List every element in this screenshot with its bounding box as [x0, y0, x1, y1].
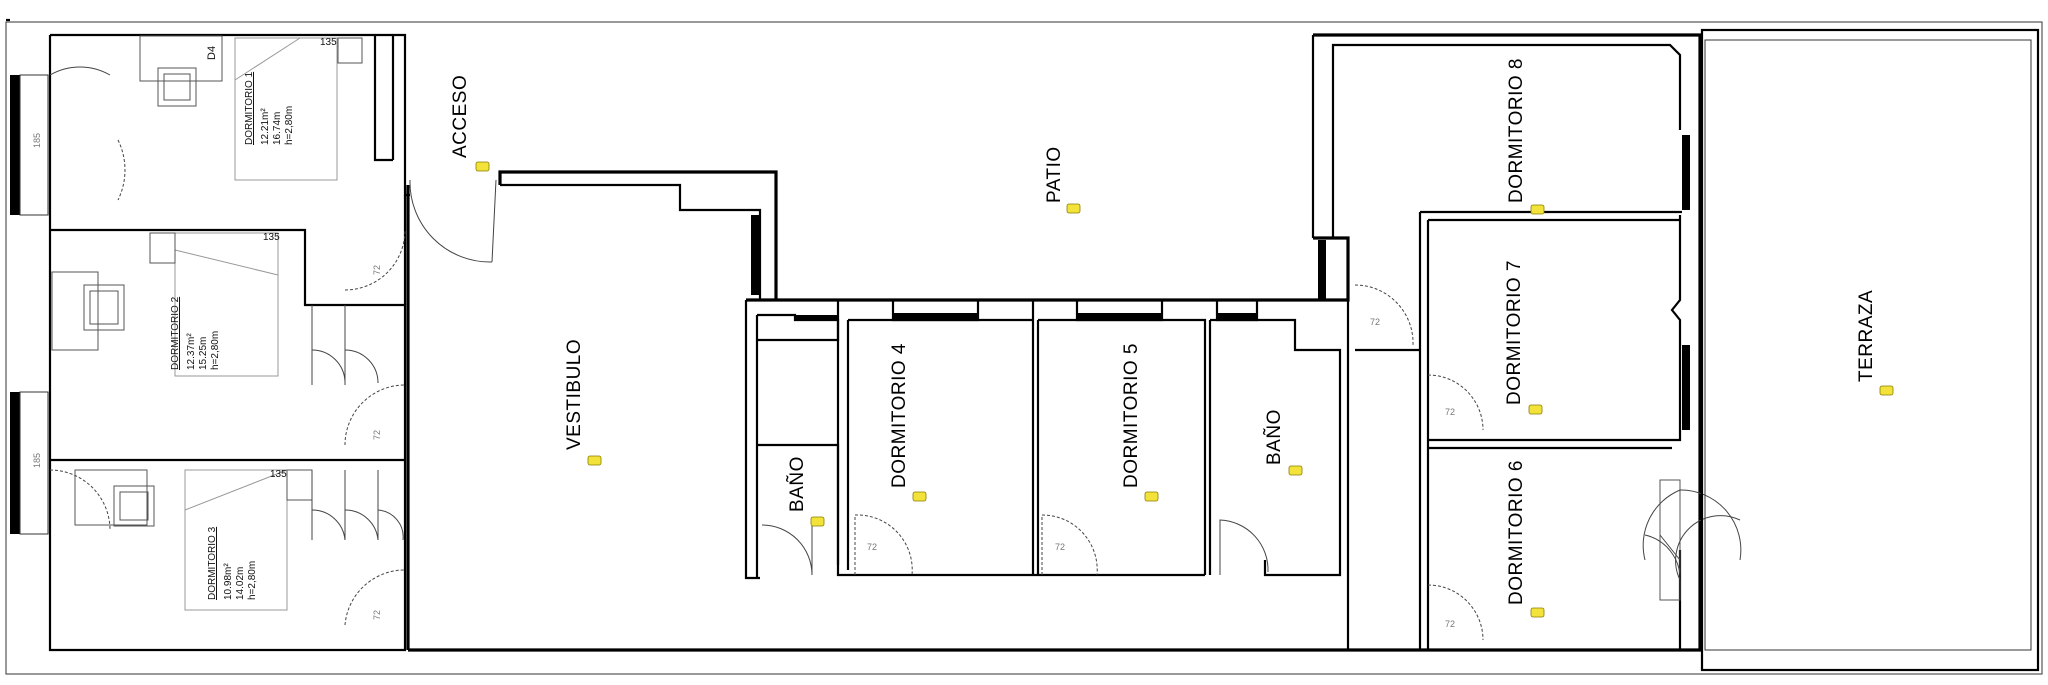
- door-dim-d4: 72: [867, 542, 877, 552]
- dormitorio-3-area: 10.98m²: [223, 563, 234, 600]
- acceso-door: [409, 179, 497, 263]
- dormitorio-2-furniture: [51, 229, 406, 446]
- note-tag-dormitorio-4: [912, 491, 927, 502]
- bed-dim-2: 135: [263, 232, 280, 243]
- right-block-doors: [1354, 284, 1742, 641]
- dormitorio-3-height: h=2,80m: [247, 561, 258, 600]
- room-label-patio: PATIO: [1044, 146, 1065, 203]
- window-dim-mid: 185: [32, 453, 42, 468]
- room-label-vestibulo: VESTIBULO: [564, 339, 585, 450]
- d4-code: D4: [206, 46, 218, 60]
- door-dim-d3: 72: [372, 610, 382, 620]
- dormitorio-2-name: DORMITORIO 2: [170, 296, 181, 370]
- door-dim-d2a: 72: [372, 265, 382, 275]
- dormitorio-3-info: DORMITORIO 3 10.98m² 14.02m h=2,80m: [207, 526, 258, 600]
- note-tag-bano-left: [810, 516, 825, 527]
- note-tag-dormitorio-5: [1144, 491, 1159, 502]
- site-boundary: [5, 21, 2043, 675]
- dormitorio-2-height: h=2,80m: [210, 331, 221, 370]
- note-tag-terraza: [1879, 385, 1894, 396]
- dormitorio-2-area: 12.37m²: [186, 333, 197, 370]
- central-walls: [406, 35, 1350, 652]
- right-block-walls: [1313, 33, 1702, 652]
- room-label-dormitorio-4: DORMITORIO 4: [889, 343, 910, 488]
- bed-dim-1: 135: [320, 37, 337, 48]
- dormitorio-3-perimeter: 14.02m: [235, 567, 246, 600]
- dormitorio-2-perimeter: 15.25m: [198, 337, 209, 370]
- note-tag-patio: [1066, 203, 1081, 214]
- room-label-bano-left: BAÑO: [786, 456, 808, 512]
- central-doors: [761, 514, 1269, 576]
- terraza-walls: [1700, 28, 2040, 672]
- dormitorio-1-furniture: [49, 35, 363, 201]
- dormitorio-1-height: h=2,80m: [284, 106, 295, 145]
- door-dim-d2b: 72: [372, 430, 382, 440]
- note-tags: [475, 161, 1894, 618]
- dormitorio-1-area: 12.21m²: [260, 108, 271, 145]
- window-dim-top: 185: [32, 133, 42, 148]
- dormitorio-3-furniture: [49, 469, 406, 626]
- door-dim-d5: 72: [1055, 542, 1065, 552]
- dormitorio-1-info: DORMITORIO 1 12.21m² 16.74m h=2,80m: [244, 71, 295, 145]
- dormitorio-1-name: DORMITORIO 1: [244, 71, 255, 145]
- room-label-bano-right: BAÑO: [1263, 409, 1285, 465]
- room-label-dormitorio-5: DORMITORIO 5: [1121, 343, 1142, 488]
- door-dim-d6: 72: [1445, 619, 1455, 629]
- note-tag-acceso: [475, 161, 490, 172]
- note-tag-bano-right: [1288, 465, 1303, 476]
- note-tag-dormitorio-7: [1528, 404, 1543, 415]
- bed-dim-3: 135: [270, 469, 287, 480]
- note-tag-dormitorio-8: [1530, 204, 1545, 215]
- room-label-dormitorio-8: DORMITORIO 8: [1506, 58, 1527, 203]
- room-label-dormitorio-6: DORMITORIO 6: [1506, 460, 1527, 605]
- left-windows: [10, 74, 49, 535]
- dormitorio-1-perimeter: 16.74m: [272, 112, 283, 145]
- room-label-dormitorio-7: DORMITORIO 7: [1504, 260, 1525, 405]
- room-label-terraza: TERRAZA: [1856, 290, 1877, 382]
- door-dim-d7: 72: [1445, 407, 1455, 417]
- room-label-acceso: ACCESO: [450, 75, 471, 158]
- dormitorio-2-info: DORMITORIO 2 12.37m² 15.25m h=2,80m: [170, 296, 221, 370]
- note-tag-vestibulo: [587, 455, 602, 466]
- dormitorio-3-name: DORMITORIO 3: [207, 526, 218, 600]
- note-tag-dormitorio-6: [1530, 607, 1545, 618]
- door-dim-d8: 72: [1370, 317, 1380, 327]
